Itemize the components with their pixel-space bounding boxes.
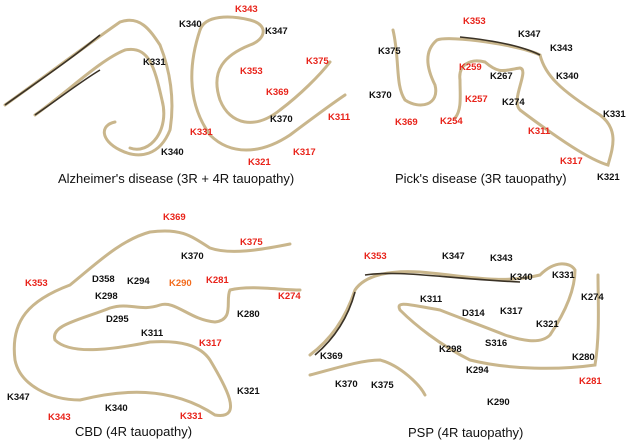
cbd-residue-label: K311	[141, 328, 164, 339]
cbd-residue-label: K294	[127, 276, 150, 287]
cbd-residue-label: K353	[25, 278, 48, 289]
psp-backbone	[308, 262, 600, 370]
alzheimers-residue-label: K353	[240, 66, 263, 77]
alzheimers-residue-label: K347	[265, 26, 288, 37]
psp-residue-label: K317	[500, 306, 523, 317]
ad-backbone-c2	[190, 28, 347, 152]
cbd-residue-label: D295	[106, 314, 129, 325]
alzheimers-residue-label: K321	[248, 157, 271, 168]
psp-residue-label: K294	[466, 365, 489, 376]
panel-title-psp: PSP (4R tauopathy)	[408, 425, 524, 440]
psp-residue-label: K343	[490, 253, 513, 264]
panel-title-alzheimers: Alzheimer's disease (3R + 4R tauopathy)	[58, 171, 295, 186]
cbd-residue-label: K281	[206, 275, 229, 286]
picks-residue-label: K321	[597, 172, 620, 183]
picks-residue-label: K317	[560, 156, 583, 167]
alzheimers-residue-label: K370	[270, 114, 293, 125]
cbd-residue-label: K375	[240, 237, 263, 248]
alzheimers-residue-label: K343	[235, 4, 258, 15]
cbd-backbone	[12, 229, 302, 417]
psp-residue-label: K321	[536, 319, 559, 330]
picks-residue-label: K343	[550, 43, 573, 54]
cbd-residue-label: K331	[180, 411, 203, 422]
picks-residue-label: K340	[556, 71, 579, 82]
cbd-residue-label: K340	[105, 403, 128, 414]
alzheimers-residue-label: K369	[266, 87, 289, 98]
psp-residue-label: K369	[320, 351, 343, 362]
picks-residue-label: K369	[395, 117, 418, 128]
cbd-residue-label: K321	[237, 386, 260, 397]
cbd-residue-label: K343	[48, 412, 71, 423]
psp-residue-label: S316	[485, 338, 508, 349]
psp-residue-label: K298	[439, 344, 462, 355]
picks-residue-label: K331	[603, 109, 626, 120]
cbd-residue-label: K274	[278, 291, 301, 302]
picks-residue-label: K267	[490, 71, 513, 82]
psp-residue-label: K353	[364, 251, 387, 262]
ad-backbone-c	[198, 15, 332, 124]
ad-backbone-inner	[33, 47, 166, 151]
alzheimers-residue-label: K340	[161, 147, 184, 158]
panel-title-cbd: CBD (4R tauopathy)	[75, 424, 193, 439]
picks-residue-label: K274	[502, 97, 525, 108]
picks-residue-label: K370	[369, 90, 392, 101]
ad-dark-segment	[4, 34, 101, 106]
cbd-residue-label: K280	[237, 309, 260, 320]
psp-residue-label: K274	[581, 292, 604, 303]
alzheimers-residue-label: K331	[143, 57, 166, 68]
psp-residue-label: K375	[371, 380, 394, 391]
pick-dark-segment	[459, 36, 541, 56]
picks-residue-label: K353	[463, 16, 486, 27]
cbd-residue-label: K298	[95, 291, 118, 302]
psp-residue-label: K340	[510, 272, 533, 283]
alzheimers-residue-label: K375	[306, 56, 329, 67]
psp-residue-label: K370	[335, 379, 358, 390]
cbd-residue-label: K369	[163, 212, 186, 223]
psp-dark-segment-2	[314, 291, 356, 356]
cbd-residue-label: K347	[7, 392, 30, 403]
psp-residue-label: K331	[552, 270, 575, 281]
psp-residue-label: K290	[487, 397, 510, 408]
cbd-residue-label: K370	[181, 251, 204, 262]
cbd-residue-label: K317	[199, 338, 222, 349]
psp-residue-label: K347	[442, 251, 465, 262]
alzheimers-residue-label: K311	[328, 112, 351, 123]
psp-residue-label: K281	[579, 376, 602, 387]
alzheimers-residue-label: K340	[179, 19, 202, 30]
psp-residue-label: K280	[572, 352, 595, 363]
picks-residue-label: K347	[518, 29, 541, 40]
picks-residue-label: K259	[459, 62, 482, 73]
cbd-residue-label: D358	[92, 274, 115, 285]
picks-residue-label: K257	[465, 94, 488, 105]
pick-backbone	[391, 28, 615, 167]
psp-residue-label: D314	[462, 308, 485, 319]
panel-title-picks: Pick's disease (3R tauopathy)	[395, 171, 567, 186]
alzheimers-residue-label: K331	[190, 127, 213, 138]
psp-backbone-lower	[308, 358, 427, 397]
picks-residue-label: K375	[378, 46, 401, 57]
alzheimers-residue-label: K317	[293, 147, 316, 158]
psp-residue-label: K311	[420, 294, 443, 305]
picks-residue-label: K311	[528, 126, 551, 137]
psp-dark-segment	[364, 272, 521, 283]
ad-arrow-segment	[34, 69, 101, 116]
cbd-residue-label: K290	[169, 278, 192, 289]
picks-residue-label: K254	[440, 116, 463, 127]
